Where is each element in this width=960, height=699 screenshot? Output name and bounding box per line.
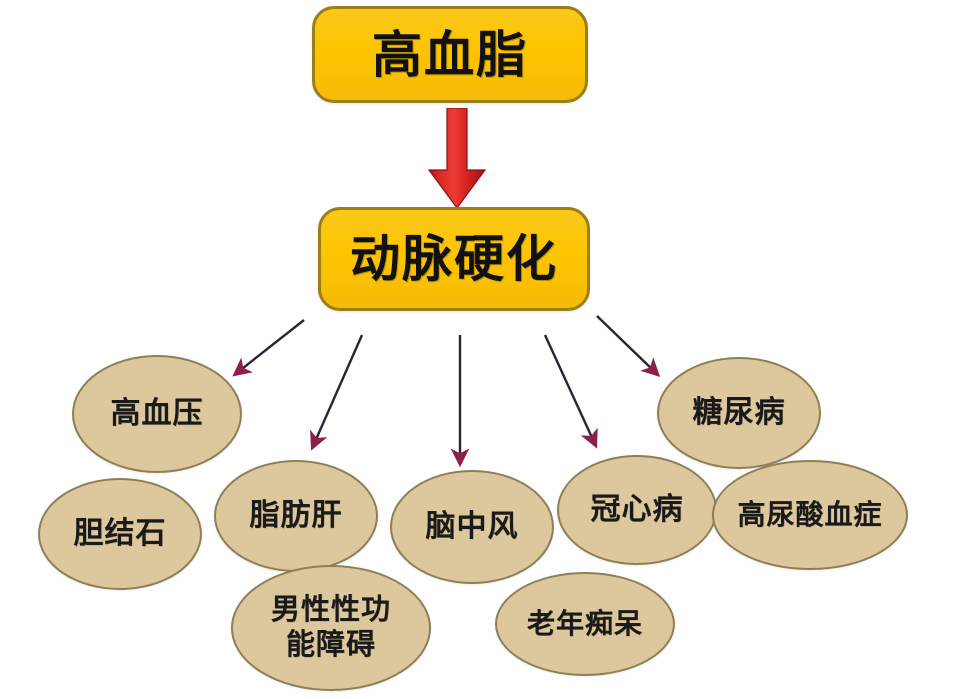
- node-fatty-liver-label: 脂肪肝: [249, 499, 343, 533]
- node-hypertension-label: 高血压: [110, 397, 204, 431]
- node-hyperlipidemia[interactable]: 高血脂: [312, 6, 588, 103]
- node-hyperlipidemia-label: 高血脂: [372, 26, 528, 83]
- node-atherosclerosis-label: 动脉硬化: [350, 231, 558, 287]
- node-fatty-liver[interactable]: 脂肪肝: [214, 460, 378, 572]
- node-dementia-label: 老年痴呆: [526, 608, 643, 640]
- node-coronary-heart-disease-label: 冠心病: [590, 493, 684, 527]
- arrow-to-diabetes: [596, 315, 661, 378]
- red-down-arrow-icon: [425, 107, 489, 210]
- node-gallstones-label: 胆结石: [73, 517, 167, 551]
- node-stroke-label: 脑中风: [425, 510, 519, 544]
- node-atherosclerosis[interactable]: 动脉硬化: [318, 207, 590, 311]
- arrow-to-fatty-liver: [310, 334, 364, 451]
- node-coronary-heart-disease[interactable]: 冠心病: [557, 455, 717, 565]
- node-gallstones[interactable]: 胆结石: [38, 478, 202, 590]
- node-hyperuricemia-label: 高尿酸血症: [737, 499, 883, 531]
- arrow-to-hypertension: [232, 319, 305, 377]
- node-hyperuricemia[interactable]: 高尿酸血症: [712, 460, 908, 570]
- node-stroke[interactable]: 脑中风: [390, 470, 554, 584]
- node-male-sexual-dysfunction-label: 男性性功 能障碍: [270, 594, 391, 661]
- node-dementia[interactable]: 老年痴呆: [495, 572, 675, 676]
- node-diabetes-label: 糖尿病: [692, 396, 786, 430]
- arrow-to-coronary-heart-disease: [543, 334, 598, 449]
- node-male-sexual-dysfunction[interactable]: 男性性功 能障碍: [231, 565, 431, 691]
- node-hypertension[interactable]: 高血压: [72, 355, 242, 473]
- node-diabetes[interactable]: 糖尿病: [657, 357, 821, 469]
